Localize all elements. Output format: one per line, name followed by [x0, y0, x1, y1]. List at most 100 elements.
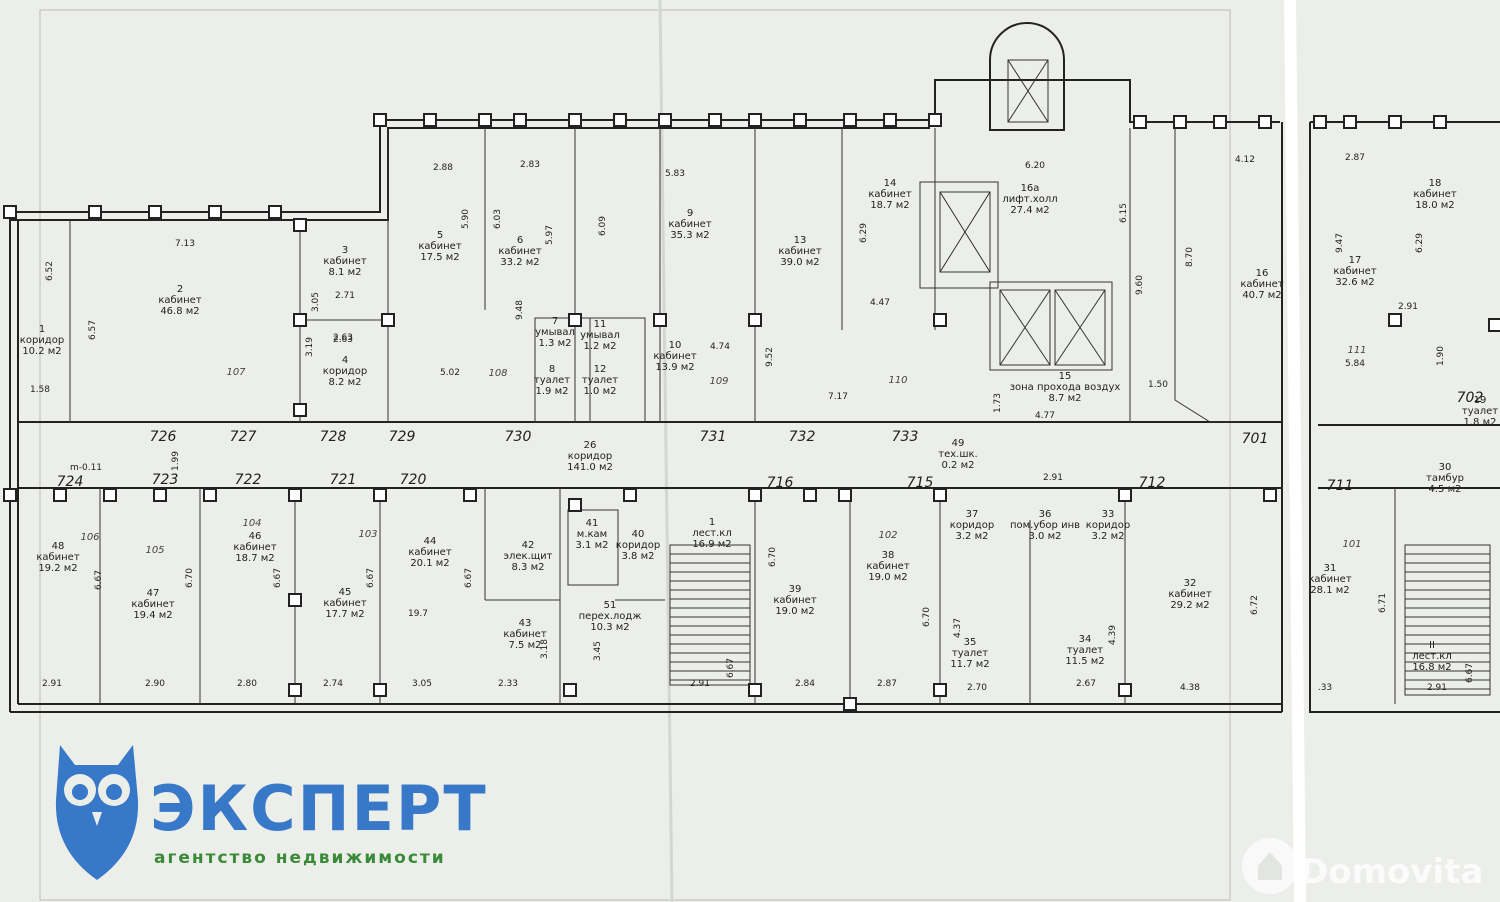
- room-2-label: кабинет: [158, 295, 202, 306]
- dimension-4.77: 4.77: [1035, 411, 1055, 421]
- dimension-4.74: 4.74: [710, 342, 730, 352]
- structural-column: [1433, 115, 1447, 129]
- room-11-label: 11: [594, 319, 607, 330]
- structural-column: [1388, 115, 1402, 129]
- room-18-label: 18: [1429, 178, 1442, 189]
- structural-column: [613, 113, 627, 127]
- room-33-label: коридор: [1086, 520, 1130, 531]
- dimension-4.47: 4.47: [870, 298, 890, 308]
- dimension-8.70: 8.70: [1185, 247, 1195, 267]
- room-48-label: 48: [52, 541, 65, 552]
- room-5-label: 17.5 м2: [420, 252, 459, 263]
- handwritten-104: 104: [242, 518, 261, 529]
- dimension-6.09: 6.09: [598, 216, 608, 236]
- room-16a-label: лифт.холл: [1002, 194, 1057, 205]
- room-33-label: 3.2 м2: [1092, 531, 1125, 542]
- room-46-label: кабинет: [233, 542, 277, 553]
- structural-column: [381, 313, 395, 327]
- room-17-label: 32.6 м2: [1335, 277, 1374, 288]
- handwritten-102: 102: [878, 530, 897, 541]
- room-10-label: 13.9 м2: [655, 362, 694, 373]
- elevator-shafts: [939, 59, 1106, 366]
- room-19-label: 1.8 м2: [1464, 417, 1497, 428]
- structural-column: [293, 403, 307, 417]
- room-38-label: кабинет: [866, 561, 910, 572]
- axis-marker-729: 729: [389, 429, 416, 445]
- structural-column: [803, 488, 817, 502]
- room-32-label: кабинет: [1168, 589, 1212, 600]
- structural-column: [1258, 115, 1272, 129]
- dimension-6.20: 6.20: [1025, 161, 1045, 171]
- axis-marker-712: 712: [1139, 475, 1166, 491]
- room-3-label: 3: [342, 245, 348, 256]
- structural-column: [203, 488, 217, 502]
- room-14-label: 14: [884, 178, 897, 189]
- room-32-label: 29.2 м2: [1170, 600, 1209, 611]
- dimension-6.67: 6.67: [726, 658, 736, 678]
- room-48-label: 19.2 м2: [38, 563, 77, 574]
- room-41-label: м.кам: [577, 529, 607, 540]
- structural-column: [843, 697, 857, 711]
- axis-marker-727: 727: [230, 429, 257, 445]
- dimension-6.15: 6.15: [1119, 203, 1129, 223]
- room-42-label: 42: [522, 540, 535, 551]
- axis-marker-723: 723: [152, 472, 179, 488]
- structural-column: [3, 205, 17, 219]
- structural-column: [933, 313, 947, 327]
- dimension-5.97: 5.97: [545, 225, 555, 245]
- dimension-5.83: 5.83: [665, 169, 685, 179]
- dimension-5.02: 5.02: [440, 368, 460, 378]
- room-48-label: кабинет: [36, 552, 80, 563]
- room-34-label: 11.5 м2: [1065, 656, 1104, 667]
- room-47-label: 47: [147, 588, 160, 599]
- structural-column: [708, 113, 722, 127]
- owl-icon: [55, 745, 139, 880]
- room-30-label: 4.5 м2: [1429, 484, 1462, 495]
- structural-column: [268, 205, 282, 219]
- room-8-label: 8: [549, 364, 555, 375]
- room-19-label: 19: [1474, 395, 1487, 406]
- structural-column: [563, 683, 577, 697]
- dimension-m-0.11: m-0.11: [70, 463, 102, 473]
- room-16a-label: 27.4 м2: [1010, 205, 1049, 216]
- columns: [3, 113, 1500, 711]
- room-1-label: 1: [39, 324, 45, 335]
- drawing-border: [39, 9, 1231, 901]
- handwritten-105: 105: [145, 545, 164, 556]
- dimension-6.57: 6.57: [88, 320, 98, 340]
- dimension-2.74: 2.74: [323, 679, 343, 689]
- room-34-label: туалет: [1067, 645, 1103, 656]
- handwritten-110: 110: [888, 375, 907, 386]
- dimension-6.71: 6.71: [1378, 593, 1388, 613]
- room-16-label: кабинет: [1240, 279, 1284, 290]
- dimension-6.67: 6.67: [366, 568, 376, 588]
- domovita-logo-icon: [1242, 838, 1298, 894]
- dimension-1.73: 1.73: [993, 393, 1003, 413]
- room-7-label: умывал: [535, 327, 575, 338]
- axis-marker-730: 730: [505, 429, 532, 445]
- structural-column: [748, 683, 762, 697]
- dimension-2.67: 2.67: [1076, 679, 1096, 689]
- room-10-label: кабинет: [653, 351, 697, 362]
- dimension-2.83: 2.83: [520, 160, 540, 170]
- room-39-label: кабинет: [773, 595, 817, 606]
- room-2-label: 2: [177, 284, 183, 295]
- exterior-walls: [9, 22, 1500, 713]
- room-36-label: 36: [1039, 509, 1052, 520]
- axis-marker-716: 716: [767, 475, 794, 491]
- room-16a-label: 16а: [1021, 183, 1040, 194]
- room-31-label: 31: [1324, 563, 1337, 574]
- axis-marker-726: 726: [150, 429, 177, 445]
- room-49-label: тех.шк.: [938, 449, 977, 460]
- handwritten-107: 107: [226, 367, 246, 378]
- structural-column: [153, 488, 167, 502]
- room-40-label: 3.8 м2: [622, 551, 655, 562]
- room-44-label: 20.1 м2: [410, 558, 449, 569]
- axis-marker-702: 702: [1457, 390, 1484, 406]
- dimension-3.05: 3.05: [412, 679, 432, 689]
- dimension-4.12: 4.12: [1235, 155, 1255, 165]
- dimension-19.7: 19.7: [408, 609, 428, 619]
- structural-column: [933, 488, 947, 502]
- structural-column: [88, 205, 102, 219]
